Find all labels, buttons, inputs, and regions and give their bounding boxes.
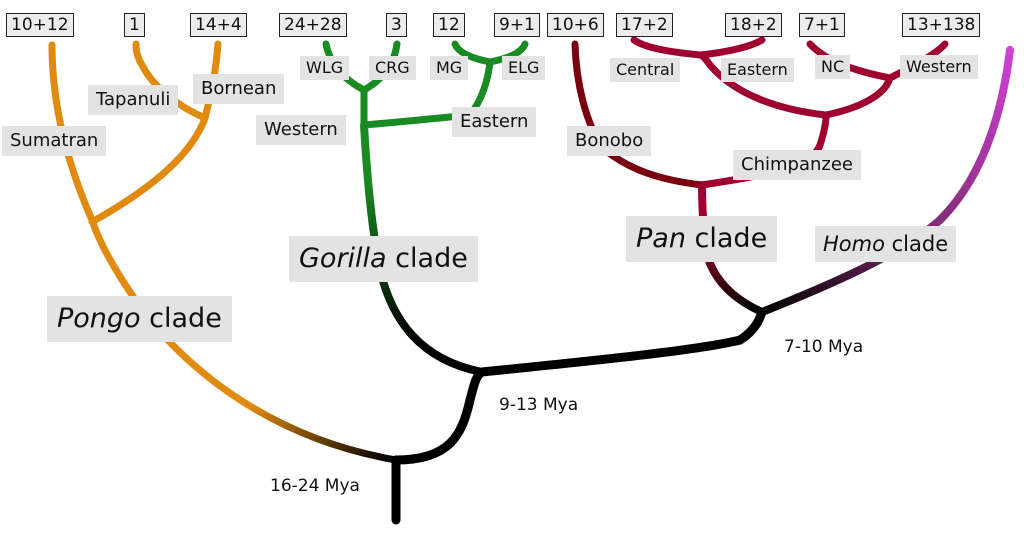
trunk-to-gorilla-split xyxy=(391,367,487,465)
nc-western-branch xyxy=(822,74,894,119)
label-crg: CRG xyxy=(369,56,416,80)
count-sumatran: 10+12 xyxy=(6,13,74,37)
label-western-gorilla: Western xyxy=(256,115,346,145)
count-crg: 3 xyxy=(386,13,407,37)
gorilla-branches xyxy=(322,40,529,376)
pongo-stem xyxy=(88,216,400,464)
clade-genus-gorilla: Gorilla xyxy=(299,243,387,274)
clade-suffix-homo: clade xyxy=(884,232,949,256)
count-central: 17+2 xyxy=(616,13,673,37)
count-elg: 9+1 xyxy=(494,13,540,37)
count-bornean: 14+4 xyxy=(190,13,247,37)
count-eastern-chimp: 18+2 xyxy=(725,13,782,37)
clade-genus-pan: Pan xyxy=(636,223,686,254)
count-tapanuli: 1 xyxy=(124,13,145,37)
trunk-branches xyxy=(391,307,767,525)
count-mg: 12 xyxy=(433,13,465,37)
clade-suffix-gorilla: clade xyxy=(386,243,468,274)
clade-label-pan: Pan clade xyxy=(626,216,778,262)
label-bonobo: Bonobo xyxy=(567,126,652,156)
label-nc: NC xyxy=(815,55,851,79)
label-sumatran: Sumatran xyxy=(2,126,107,156)
label-mg: MG xyxy=(430,56,469,80)
label-chimpanzee: Chimpanzee xyxy=(733,150,861,180)
count-western-chimp: 13+138 xyxy=(902,13,981,37)
label-eastern-gorilla: Eastern xyxy=(452,107,537,137)
clade-label-homo: Homo clade xyxy=(815,226,957,262)
mg-branch xyxy=(451,40,494,66)
count-nc: 7+1 xyxy=(799,13,845,37)
label-tapanuli: Tapanuli xyxy=(88,85,179,115)
label-wlg: WLG xyxy=(300,56,350,80)
clade-genus-pongo: Pongo xyxy=(57,303,141,334)
tapanuli-branch xyxy=(132,40,209,122)
label-eastern-chimp: Eastern xyxy=(721,58,794,82)
count-bonobo: 10+6 xyxy=(547,13,604,37)
homo-stem xyxy=(758,46,1014,316)
divergence-time-pan-homo-split: 7-10 Mya xyxy=(784,337,864,357)
homo-branches xyxy=(758,46,1014,316)
clade-suffix-pongo: clade xyxy=(140,303,222,334)
elg-branch xyxy=(486,40,529,66)
divergence-time-gorilla-split: 9-13 Mya xyxy=(499,395,579,415)
eastern-chimp-branch xyxy=(696,36,766,59)
divergence-time-root: 16-24 Mya xyxy=(270,476,360,496)
gorilla-pan-homo-internode xyxy=(477,307,767,377)
label-bornean: Bornean xyxy=(193,74,285,104)
label-western-chimp: Western xyxy=(900,55,978,79)
clade-genus-homo: Homo xyxy=(823,232,885,256)
label-elg: ELG xyxy=(502,56,546,80)
clade-label-gorilla: Gorilla clade xyxy=(289,236,478,282)
count-wlg: 24+28 xyxy=(279,13,347,37)
tapanuli-bornean-branch xyxy=(88,114,209,226)
clade-suffix-pan: clade xyxy=(685,223,768,254)
central-branch xyxy=(630,36,704,59)
clade-label-pongo: Pongo clade xyxy=(47,296,232,342)
label-central: Central xyxy=(610,58,681,82)
